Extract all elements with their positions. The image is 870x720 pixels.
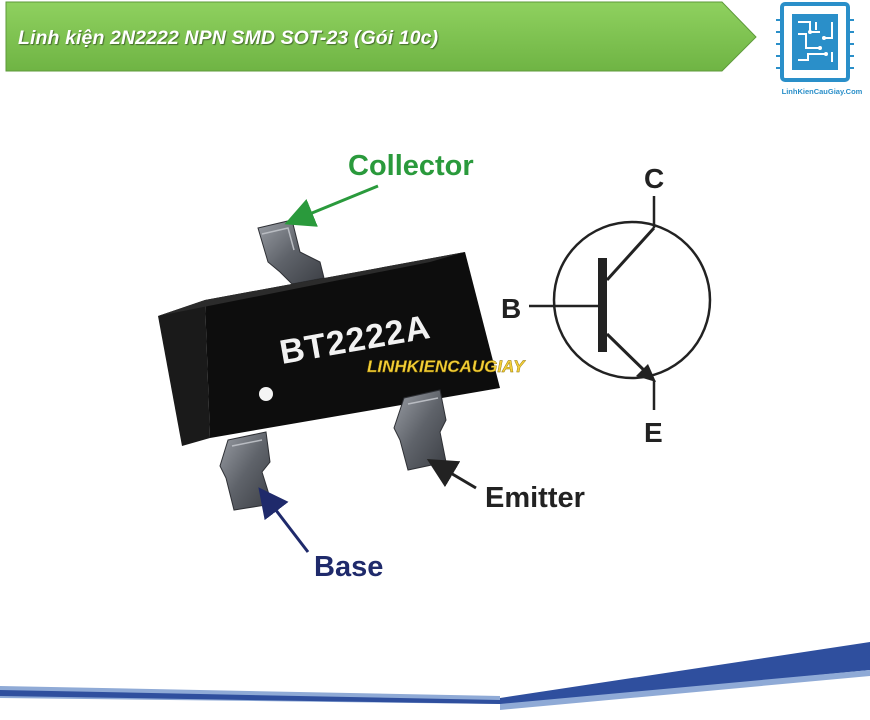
- footer-swoosh: [0, 642, 870, 710]
- symbol-e-label: E: [644, 417, 663, 448]
- collector-label: Collector: [348, 150, 474, 182]
- page-title: Linh kiện 2N2222 NPN SMD SOT-23 (Gói 10c…: [18, 27, 439, 49]
- base-pin: [219, 431, 273, 511]
- base-arrow: [258, 487, 310, 553]
- watermark-text: LINHKIENCAUGIAY: [367, 357, 526, 376]
- pin1-dot: [259, 387, 273, 401]
- chip-logo-icon: [776, 2, 854, 82]
- emitter-arrowhead-icon: [636, 364, 656, 382]
- symbol-c-label: C: [644, 163, 664, 194]
- logo-caption: LinhKienCauGiay.Com: [781, 87, 863, 96]
- collector-arrow: [284, 184, 379, 227]
- symbol-b-label: B: [501, 293, 521, 324]
- emitter-arrow: [426, 458, 477, 490]
- npn-symbol: [529, 196, 712, 410]
- emitter-label: Emitter: [485, 482, 585, 514]
- chip-body: [158, 252, 500, 446]
- collector-pin: [257, 219, 325, 285]
- base-label: Base: [314, 551, 383, 583]
- title-banner: [5, 1, 757, 72]
